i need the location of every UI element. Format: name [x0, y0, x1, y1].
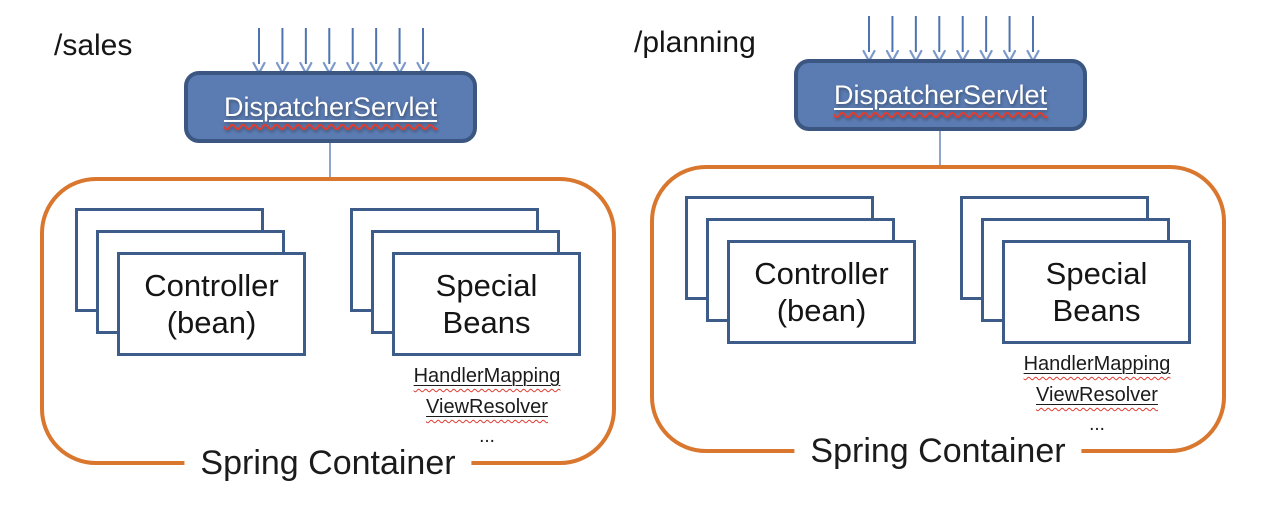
controller-label-line2: (bean) [166, 305, 257, 340]
special-beans-label-line1: Special [1045, 256, 1148, 291]
view-resolver-note: ViewResolver [1036, 384, 1158, 406]
handler-mapping-note: HandlerMapping [1023, 353, 1171, 375]
spring-container: Controller (bean) Special Beans HandlerM… [40, 177, 616, 487]
handler-mapping-note: HandlerMapping [413, 365, 561, 387]
special-beans-box: Special Beans [392, 252, 581, 356]
path-label-sales: /sales [54, 29, 133, 62]
request-arrows [862, 16, 1040, 63]
dispatcher-servlet-label: DispatcherServlet [223, 91, 438, 122]
dispatcher-servlet-box: DispatcherServlet [794, 59, 1087, 131]
controller-label-line1: Controller [754, 256, 889, 291]
special-beans-box: Special Beans [1002, 240, 1191, 344]
path-label-planning: /planning [634, 26, 756, 59]
spring-container-label: Spring Container [794, 427, 1082, 475]
ellipsis-note: ... [479, 426, 495, 447]
controller-label-line1: Controller [144, 268, 279, 303]
special-beans-label-line2: Beans [1052, 293, 1141, 328]
special-beans-label-line1: Special [435, 268, 538, 303]
servlet-container-connector [329, 143, 331, 177]
servlet-container-connector [939, 131, 941, 165]
request-arrows [252, 28, 430, 75]
spring-container: Controller (bean) Special Beans HandlerM… [650, 165, 1226, 475]
controller-bean-box: Controller (bean) [727, 240, 916, 344]
special-bean-examples: HandlerMapping ViewResolver ... [1002, 353, 1192, 444]
dispatcher-servlet-label: DispatcherServlet [833, 79, 1048, 110]
view-resolver-note: ViewResolver [426, 396, 548, 418]
controller-label-line2: (bean) [776, 293, 867, 328]
controller-bean-box: Controller (bean) [117, 252, 306, 356]
special-bean-examples: HandlerMapping ViewResolver ... [392, 365, 582, 456]
special-beans-label-line2: Beans [442, 305, 531, 340]
dispatcher-servlet-box: DispatcherServlet [184, 71, 477, 143]
ellipsis-note: ... [1089, 414, 1105, 435]
spring-container-label: Spring Container [184, 439, 472, 487]
